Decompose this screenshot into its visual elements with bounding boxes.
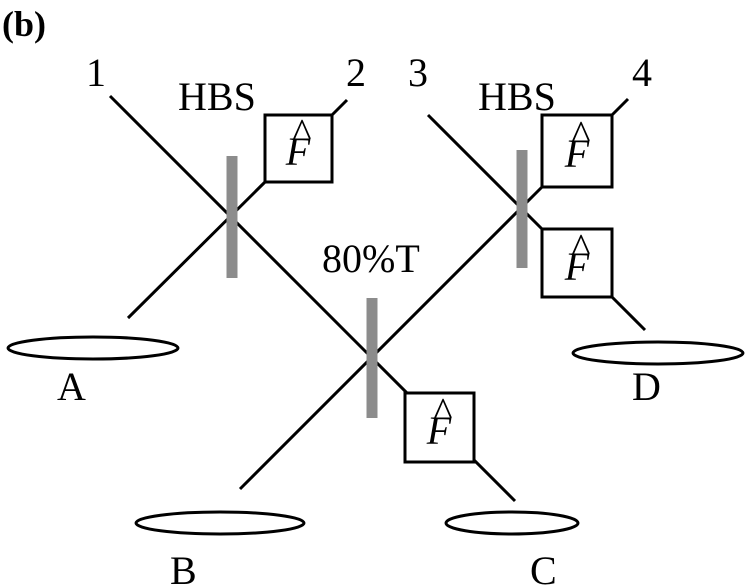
operator-label: F (564, 244, 590, 289)
operator-hat: ^ (572, 225, 591, 270)
operator-label: F (564, 131, 590, 176)
detector-label-d: D (632, 364, 661, 409)
operator-box-4: F ^ (540, 112, 614, 189)
operator-hat: ^ (293, 110, 312, 155)
beam-b-4-path (238, 185, 544, 491)
operator-box-c: F ^ (403, 389, 476, 464)
detector-label-b: B (170, 548, 197, 588)
port-label-1: 1 (86, 50, 106, 95)
operator-hat: ^ (434, 389, 453, 434)
beam-a-2-path (126, 180, 267, 320)
operator-box-2: F ^ (263, 110, 334, 184)
detector-a (6, 335, 180, 361)
operator-hat: ^ (572, 112, 591, 157)
80t-label: 80%T (322, 236, 420, 281)
panel-label: (b) (2, 4, 46, 44)
hbs-left-label: HBS (178, 74, 256, 119)
port-label-3: 3 (408, 50, 428, 95)
detector-d (571, 340, 745, 366)
beam-paths (108, 94, 647, 503)
port-label-4: 4 (632, 50, 652, 95)
detector-b (134, 510, 306, 536)
output-line-4 (610, 97, 630, 117)
hbs-right-label: HBS (478, 74, 556, 119)
operator-label: F (285, 129, 311, 174)
beam-1-path (108, 94, 374, 360)
output-line-d (610, 295, 647, 332)
output-line-2 (330, 98, 349, 117)
port-label-2: 2 (346, 50, 366, 95)
operator-label: F (426, 408, 452, 453)
detector-c (444, 510, 580, 536)
operator-box-d: F ^ (540, 225, 614, 299)
detector-label-a: A (57, 364, 86, 409)
detector-label-c: C (530, 548, 557, 588)
